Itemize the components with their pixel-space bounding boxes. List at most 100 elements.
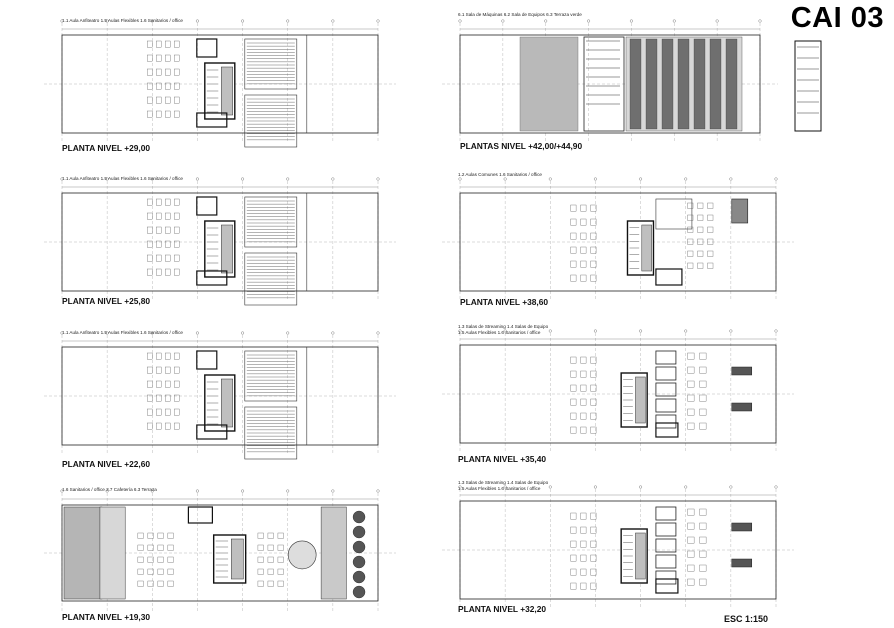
grid-axis-marker — [150, 19, 154, 23]
plan-streaming-room — [655, 366, 677, 381]
plan-desk — [257, 544, 264, 551]
plan-desk — [697, 238, 704, 245]
plan-desk — [174, 198, 180, 206]
plan-panel-35-4: 1.3 Salas de Streaming 1.4 Salas de Equi… — [438, 320, 798, 470]
plan-desk — [156, 422, 162, 430]
plan-streaming-room — [655, 538, 677, 553]
plan-desk — [165, 408, 171, 416]
plan-desk — [699, 352, 707, 360]
floor-plan-drawing — [442, 177, 794, 301]
plan-desk — [165, 380, 171, 388]
plan-desk — [157, 532, 164, 539]
plan-legend: 1.3 Salas de Streaming 1.4 Salas de Equi… — [458, 480, 549, 491]
plan-desk — [699, 578, 707, 586]
plan-desk — [165, 96, 171, 104]
plan-panel-29: 1.1 Aula Anfiteatro 1.5 Aulas Flexibles … — [40, 10, 400, 160]
level-label: PLANTAS NIVEL +42,00/+44,90 — [460, 141, 583, 151]
grid-axis-marker — [286, 489, 290, 493]
plan-desk — [570, 582, 577, 590]
grid-axis-marker — [241, 177, 245, 181]
plan-slab — [61, 192, 379, 292]
plan-desk — [174, 268, 180, 276]
grid-axis-marker — [286, 19, 290, 23]
plan-desk — [580, 554, 587, 562]
plan-streaming-room — [655, 398, 677, 413]
plan-legend: 1.2 Aulas Comunes 1.6 Sanitarios / offic… — [458, 172, 542, 177]
plan-slab — [459, 500, 777, 600]
grid-axis-marker — [458, 329, 462, 333]
plan-desk — [590, 384, 597, 392]
plan-panel-row — [725, 38, 738, 130]
plan-desk — [707, 262, 714, 269]
plan-desk — [580, 582, 587, 590]
plan-desk — [156, 366, 162, 374]
grid-axis-marker — [715, 19, 719, 23]
plan-room — [731, 366, 753, 376]
plan-desk — [580, 356, 587, 364]
plan-desk — [277, 544, 284, 551]
grid-axis-marker — [195, 19, 199, 23]
plan-desk — [590, 232, 597, 240]
grid-axis-marker — [105, 331, 109, 335]
plan-desk — [687, 408, 695, 416]
grid-axis-marker — [672, 19, 676, 23]
plan-panel-row — [661, 38, 674, 130]
plan-toilet — [196, 38, 218, 58]
plan-desk — [570, 512, 577, 520]
plan-desk — [147, 54, 153, 62]
plan-desk — [687, 422, 695, 430]
plan-desk — [697, 262, 704, 269]
grid-axis-marker — [593, 177, 597, 181]
grid-axis-marker — [503, 177, 507, 181]
plan-desk — [165, 352, 171, 360]
plan-desk — [590, 274, 597, 282]
grid-axis-marker — [286, 331, 290, 335]
plan-desk — [580, 204, 587, 212]
plan-desk — [570, 356, 577, 364]
plan-desk — [580, 526, 587, 534]
plan-desk — [165, 68, 171, 76]
plan-desk — [687, 380, 695, 388]
grid-axis-marker — [593, 329, 597, 333]
plan-desk — [590, 512, 597, 520]
grid-axis-marker — [629, 19, 633, 23]
level-label: PLANTA NIVEL +35,40 — [458, 454, 547, 464]
plan-desk — [165, 422, 171, 430]
plan-desk — [165, 198, 171, 206]
plan-slab — [61, 34, 379, 134]
plan-desk — [570, 274, 577, 282]
grid-axis-marker — [60, 489, 64, 493]
grid-axis-marker — [331, 19, 335, 23]
plan-desk — [570, 412, 577, 420]
plan-desk — [174, 408, 180, 416]
plan-desk — [267, 580, 274, 587]
plan-desk — [687, 226, 694, 233]
plan-desk — [137, 568, 144, 575]
grid-axis-marker — [684, 485, 688, 489]
plan-panel-row — [645, 38, 658, 130]
plan-toilet — [655, 578, 679, 594]
plan-desk — [590, 554, 597, 562]
plan-desk — [699, 508, 707, 516]
plan-desk — [267, 568, 274, 575]
plan-desk — [167, 580, 174, 587]
grid-axis-marker — [729, 329, 733, 333]
plan-desk — [137, 544, 144, 551]
plan-elevator — [635, 532, 646, 580]
plan-desk — [147, 68, 153, 76]
plan-desk — [174, 352, 180, 360]
plan-panel-32-2: 1.3 Salas de Streaming 1.4 Salas de Equi… — [438, 476, 798, 626]
plan-desk — [156, 394, 162, 402]
plan-desk — [257, 568, 264, 575]
plan-desk — [580, 568, 587, 576]
plan-panel-row — [629, 38, 642, 130]
plan-desk — [147, 198, 153, 206]
plan-desk — [687, 238, 694, 245]
plan-desk — [687, 536, 695, 544]
plan-desk — [707, 202, 714, 209]
plan-desk — [165, 268, 171, 276]
floor-plan-drawing — [442, 19, 822, 143]
grid-axis-marker — [458, 485, 462, 489]
grid-axis-marker — [60, 177, 64, 181]
plan-desk — [137, 556, 144, 563]
